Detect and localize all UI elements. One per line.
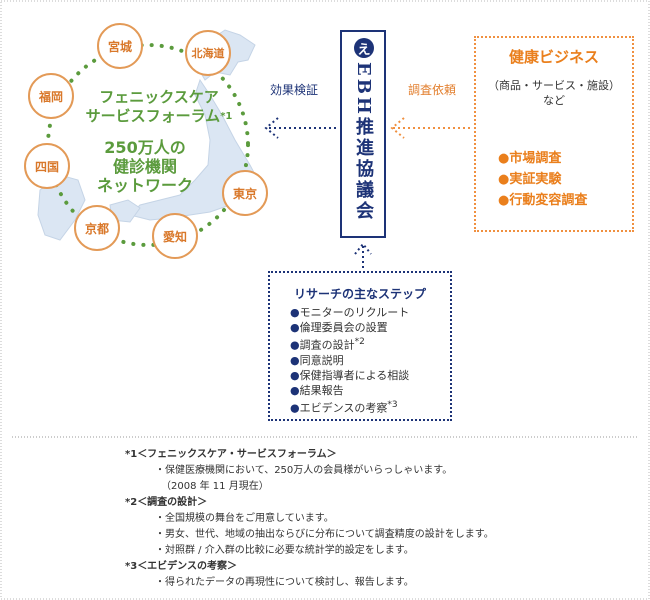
business-item-behavior-research: ●行動変容調査 (498, 193, 588, 208)
health-business-subtitle-line1: （商品・サービス・施設） (488, 79, 620, 92)
step-item: ●エビデンスの考察*3 (290, 398, 409, 416)
step-text: エビデンスの考察 (299, 401, 388, 415)
network-members: 250万人の (104, 138, 186, 157)
step-item: ●倫理委員会の設置 (290, 320, 409, 335)
note2-line: ・男女、世代、地域の抽出ならびに分布について調査精度の設計をします。 (155, 529, 494, 540)
business-item-field-test: ●実証実験 (498, 172, 562, 187)
step-footnote-mark: *2 (354, 337, 365, 347)
step-footnote-mark: *3 (387, 399, 398, 410)
note1-heading: *1＜フェニックスケア・サービスフォーラム＞ (125, 449, 337, 460)
bullet-icon: ● (290, 306, 300, 319)
city-node-shikoku: 四国 (24, 143, 70, 189)
ebh-council-box: え EBH推進協議会 (340, 30, 386, 238)
step-item: ●モニターのリクルート (290, 305, 409, 320)
arrow-to-network (264, 117, 336, 139)
bullet-icon: ● (290, 368, 300, 382)
step-item: ●調査の設計*2 (290, 335, 409, 353)
health-business-subtitle-line2: など (543, 94, 565, 107)
health-business-list: ●市場調査 ●実証実験 ●行動変容調査 (498, 148, 587, 211)
network-label: ネットワーク (96, 176, 193, 195)
step-text: 調査の設計 (299, 338, 355, 352)
ebh-council-title: EBH推進協議会 (353, 62, 374, 222)
step-item: ●結果報告 (290, 383, 409, 398)
step-text: 同意説明 (299, 353, 344, 367)
note2-line: ・対照群 / 介入群の比較に必要な統計学的設定をします。 (155, 545, 414, 556)
research-steps-box (268, 271, 452, 421)
business-item-market-research: ●市場調査 (498, 151, 562, 166)
note1-line: （2008 年 11 月現在） (161, 481, 269, 492)
bullet-icon: ● (290, 321, 300, 334)
step-text: モニターのリクルート (299, 306, 410, 319)
bullet-icon: ● (290, 383, 300, 397)
city-node-kyoto: 京都 (74, 205, 120, 251)
research-steps-list: ●モニターのリクルート ●倫理委員会の設置 ●調査の設計*2 ●同意説明 ●保健… (290, 305, 409, 415)
city-node-aichi: 愛知 (152, 213, 198, 259)
research-request-label: 調査依頼 (408, 83, 457, 97)
forum-title-line1: フェニックスケア (99, 88, 219, 106)
bullet-icon: ● (290, 338, 300, 352)
arrow-to-ebh (390, 117, 470, 139)
bullet-icon: ● (290, 353, 300, 367)
city-node-hokkaido: 北海道 (185, 30, 231, 76)
network-institutions: 健診機関 (112, 157, 177, 176)
note3-line: ・得られたデータの再現性について検討し、報告します。 (155, 577, 414, 588)
research-steps-title: リサーチの主なステップ (293, 287, 426, 301)
step-text: 保健指導者による相談 (299, 368, 410, 382)
health-business-subtitle-text: 商品・サービス・施設 (499, 79, 609, 92)
step-text: 倫理委員会の設置 (299, 321, 388, 334)
forum-title-line2-wrap: サービスフォーラム*1 (64, 107, 254, 126)
health-business-subtitle: （商品・サービス・施設） など (474, 78, 634, 108)
arrow-steps-to-ebh (354, 242, 372, 268)
city-node-tokyo: 東京 (222, 170, 268, 216)
forum-title: フェニックスケア サービスフォーラム*1 (64, 88, 254, 126)
note3-heading: *3＜エビデンスの考察＞ (125, 561, 237, 572)
bullet-icon: ● (290, 401, 300, 415)
note1-line: ・保健医療機関において、250万人の会員様がいらっしゃいます。 (155, 465, 453, 476)
step-item: ●同意説明 (290, 353, 409, 368)
city-node-fukuoka: 福岡 (28, 73, 74, 119)
network-summary: 250万人の 健診機関 ネットワーク (85, 138, 205, 195)
ebh-logo-icon: え (354, 38, 374, 58)
effect-verification-label: 効果検証 (270, 83, 319, 97)
city-node-miyagi: 宮城 (97, 23, 143, 69)
footnotes: *1＜フェニックスケア・サービスフォーラム＞ ・保健医療機関において、250万人… (125, 447, 494, 591)
forum-footnote-mark: *1 (220, 111, 233, 122)
health-business-title: 健康ビジネス (508, 48, 599, 66)
note2-heading: *2＜調査の設計＞ (125, 497, 208, 508)
note2-line: ・全国規模の舞台をご用意しています。 (155, 513, 334, 524)
step-text: 結果報告 (299, 383, 344, 397)
forum-title-line2: サービスフォーラム (85, 107, 221, 125)
health-business-box (474, 36, 634, 232)
step-item: ●保健指導者による相談 (290, 368, 409, 383)
